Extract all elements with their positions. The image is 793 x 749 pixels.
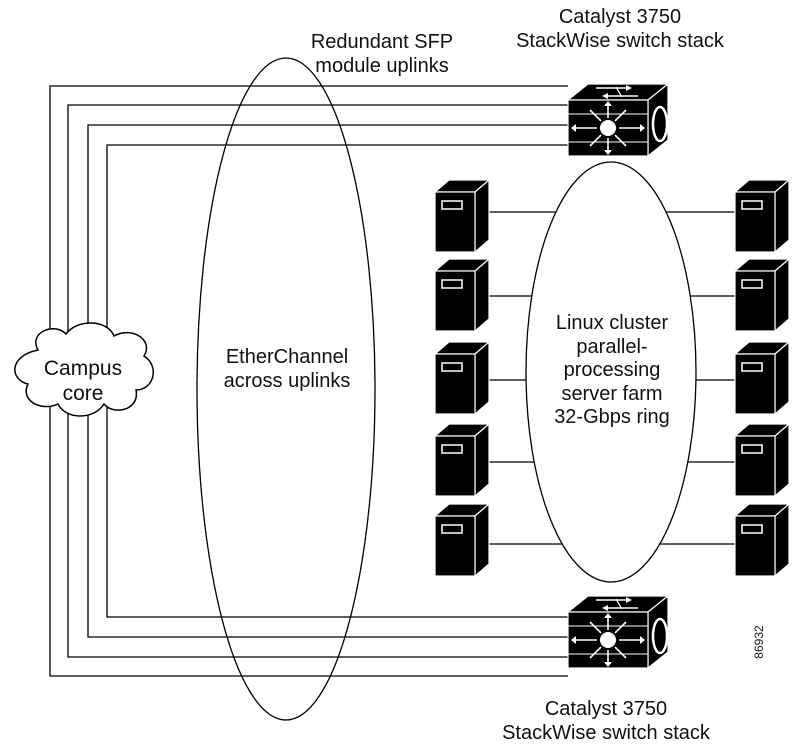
bottom-switch-icon <box>566 594 670 670</box>
server-tower-icon <box>434 503 490 577</box>
label-line: StackWise switch stack <box>516 29 724 52</box>
cloud-icon <box>14 322 154 417</box>
label-line: core <box>62 381 104 405</box>
server-tower-icon <box>734 258 790 332</box>
label-line: EtherChannel <box>225 346 349 368</box>
server-tower-icon <box>734 503 790 577</box>
cluster-ring-ellipse <box>525 161 697 583</box>
label-line: Catalyst 3750 <box>544 698 668 720</box>
label-line: Campus <box>43 357 123 380</box>
etherchannel-label: EtherChannel across uplinks <box>212 346 362 393</box>
server-tower-icon <box>434 341 490 415</box>
server-tower-icon <box>434 423 490 497</box>
uplinks-label: Redundant SFP module uplinks <box>296 31 468 78</box>
cluster-label: Linux cluster parallel- processing serve… <box>532 312 692 430</box>
label-line: 32-Gbps ring <box>554 406 670 429</box>
label-line: server farm <box>561 382 663 405</box>
label-line: parallel- <box>576 335 648 358</box>
label-line: processing <box>563 359 661 382</box>
server-tower-icon <box>434 179 490 253</box>
label-line: Linux cluster <box>555 312 669 334</box>
label-line: module uplinks <box>315 54 449 77</box>
label-line: StackWise switch stack <box>502 721 710 744</box>
label-line: Catalyst 3750 <box>558 6 682 28</box>
bottom-switch-label: Catalyst 3750 StackWise switch stack <box>484 698 728 745</box>
server-tower-icon <box>734 423 790 497</box>
top-switch-icon <box>566 82 670 158</box>
label-line: across uplinks <box>223 369 351 392</box>
top-switch-label: Catalyst 3750 StackWise switch stack <box>506 6 734 53</box>
label-line: Redundant SFP <box>310 31 454 53</box>
server-tower-icon <box>734 341 790 415</box>
server-tower-icon <box>734 179 790 253</box>
figure-id: 86932 <box>752 625 766 659</box>
server-tower-icon <box>434 258 490 332</box>
etherchannel-ellipse <box>196 57 376 721</box>
campus-label: Campus core <box>24 357 142 407</box>
